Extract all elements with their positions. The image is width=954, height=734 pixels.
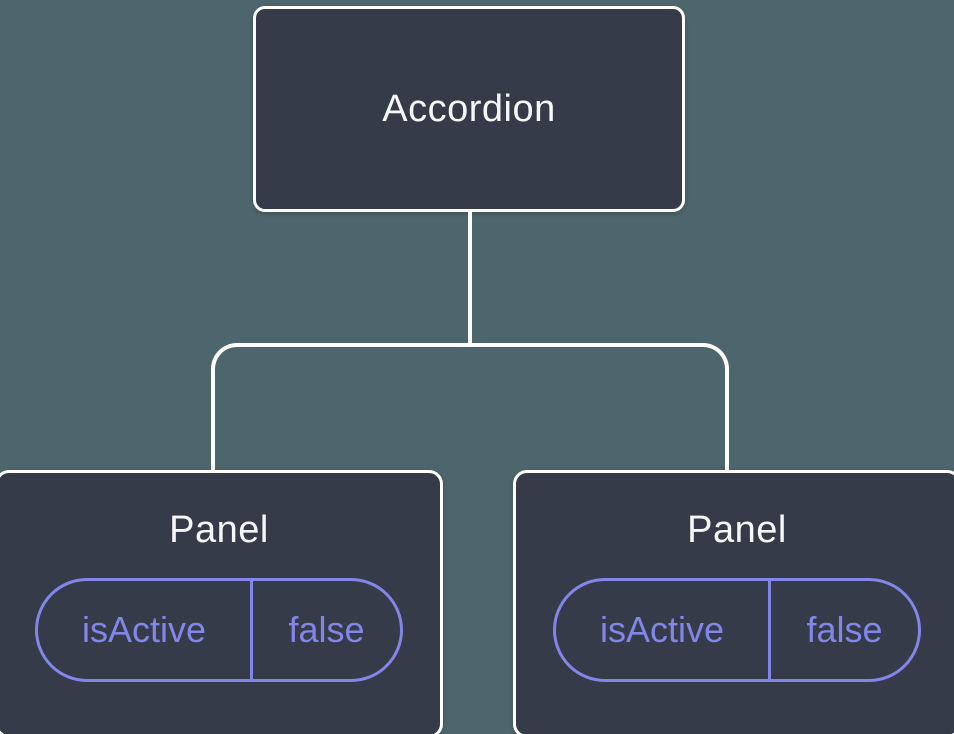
panel-1-state-name: isActive: [38, 581, 253, 679]
panel-1-node-label: Panel: [169, 509, 269, 551]
panel-1-state-value: false: [288, 609, 365, 650]
panel-2-state-value: false: [806, 609, 883, 650]
panel-2-state-pill: isActive false: [553, 578, 921, 682]
panel-2-node-label: Panel: [687, 509, 787, 551]
tree-node-accordion: Accordion: [253, 6, 685, 212]
accordion-node-label: Accordion: [382, 87, 556, 130]
tree-node-panel-2: Panel isActive false: [513, 470, 954, 734]
connector-branch-bracket: [211, 343, 729, 470]
panel-1-state-pill: isActive false: [35, 578, 403, 682]
tree-node-panel-1: Panel isActive false: [0, 470, 443, 734]
panel-2-state-name: isActive: [556, 581, 771, 679]
connector-stem-line: [468, 211, 472, 347]
